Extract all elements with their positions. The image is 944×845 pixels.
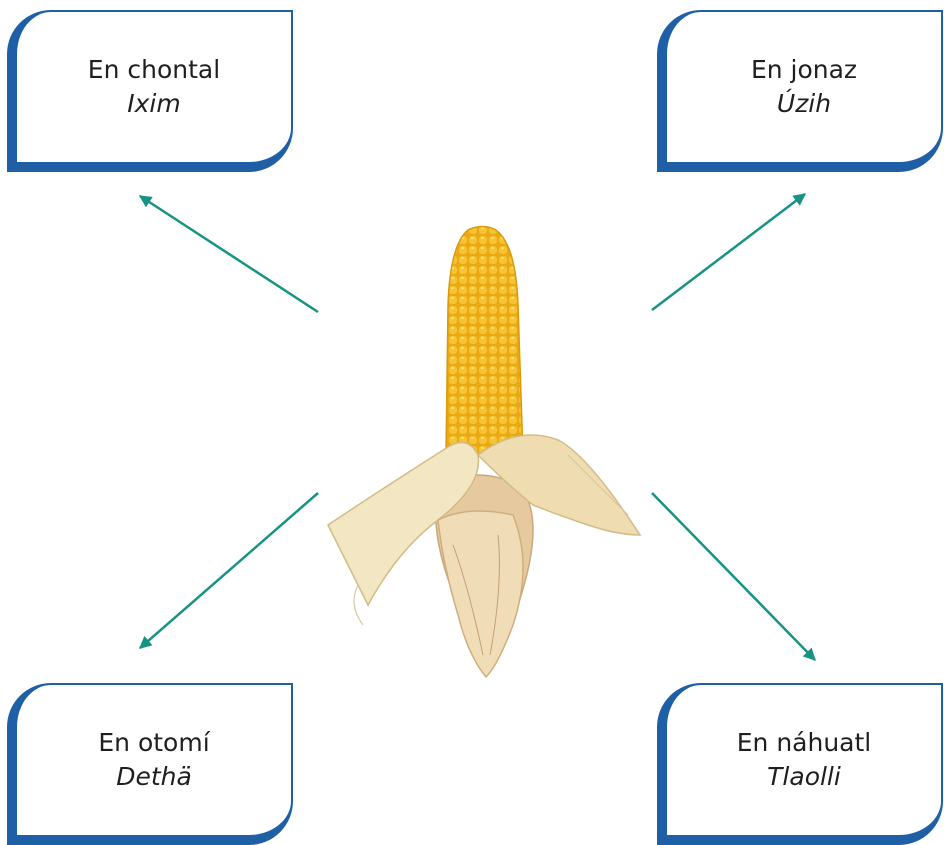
corn-cob-image (318, 185, 650, 685)
arrow-to-jonaz (652, 194, 805, 310)
arrow-to-chontal (140, 196, 318, 312)
arrow-to-nahuatl (652, 493, 815, 660)
arrow-to-otomi (140, 493, 318, 648)
